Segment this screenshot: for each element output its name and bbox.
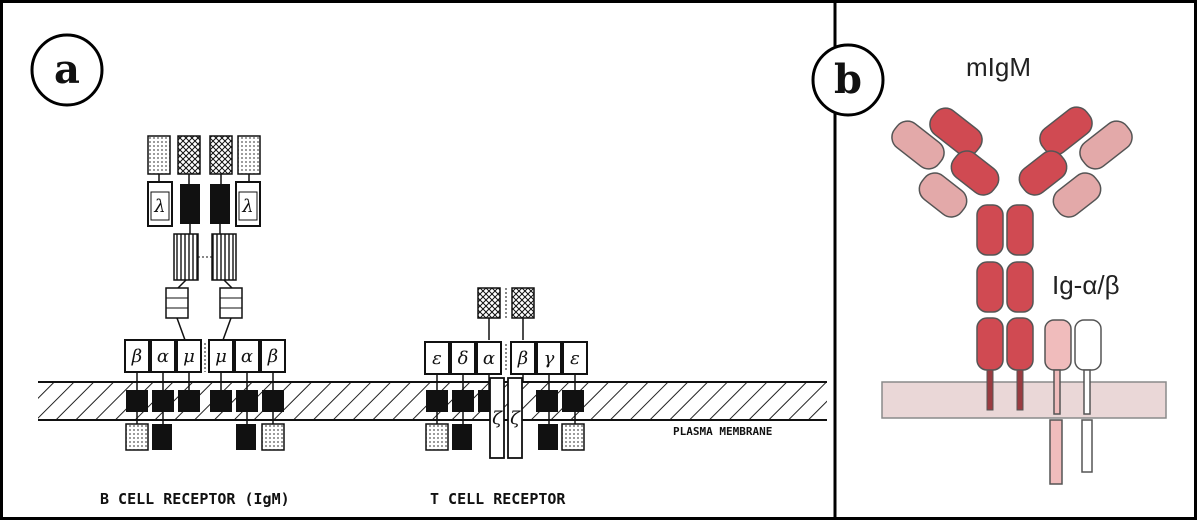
- b-chain-beta-left: β: [125, 340, 149, 372]
- lambda-right-label: λ: [241, 196, 253, 217]
- b-chain-mu-left: μ: [177, 340, 201, 372]
- b-chain-alpha-right: α: [235, 340, 259, 372]
- heavy-domain: [1007, 205, 1033, 255]
- panel-a: a PLASMA MEMBRANE λ λ: [32, 35, 827, 508]
- itam-tail: [126, 424, 148, 450]
- itam-tail: [152, 424, 172, 450]
- tcr-variable-domain: [512, 288, 534, 318]
- heavy-ch1-domain: [210, 184, 230, 224]
- svg-text:ε: ε: [432, 348, 442, 369]
- t-chain-gamma: γ: [537, 342, 561, 374]
- b-cell-caption: B CELL RECEPTOR (IgM): [100, 490, 290, 508]
- linker: [224, 280, 232, 288]
- t-chain-delta: δ: [451, 342, 475, 374]
- ig-alpha-beta-label: Ig-α/β: [1052, 270, 1120, 300]
- svg-text:α: α: [157, 346, 169, 367]
- t-chain-epsilon-left: ε: [425, 342, 449, 374]
- svg-text:β: β: [267, 346, 278, 367]
- zeta-chain-right: ζ: [508, 378, 522, 458]
- fab-arm-right: [1014, 102, 1137, 222]
- svg-text:α: α: [241, 346, 253, 367]
- itam-tail: [562, 424, 584, 450]
- b-chain-beta-right: β: [261, 340, 285, 372]
- tcr-variable-domain: [478, 288, 500, 318]
- zeta-chain-left: ζ: [490, 378, 504, 458]
- lambda-left-label: λ: [153, 196, 165, 217]
- svg-text:ε: ε: [570, 348, 580, 369]
- svg-text:ζ: ζ: [510, 408, 521, 429]
- membrane-label: PLASMA MEMBRANE: [673, 425, 772, 438]
- heavy-domain: [1007, 262, 1033, 312]
- svg-text:ζ: ζ: [492, 408, 503, 429]
- itam-tail: [426, 424, 448, 450]
- panel-b: b mIgM Ig-α/β: [813, 45, 1166, 484]
- svg-text:δ: δ: [458, 348, 469, 369]
- t-cell-caption: T CELL RECEPTOR: [430, 490, 566, 508]
- svg-text:α: α: [483, 348, 495, 369]
- itam-tail: [452, 424, 472, 450]
- panel-b-label: b: [834, 56, 862, 103]
- t-chain-epsilon-right: ε: [563, 342, 587, 374]
- svg-text:μ: μ: [183, 346, 195, 367]
- t-chain-alpha: α: [477, 342, 501, 374]
- heavy-variable-domain: [178, 136, 200, 174]
- linker: [177, 318, 185, 340]
- mIgM-title: mIgM: [966, 52, 1031, 82]
- itam-tail: [262, 424, 284, 450]
- heavy-domain: [977, 205, 1003, 255]
- fc-stem: [977, 205, 1033, 370]
- linker: [178, 280, 186, 288]
- heavy-ch3-domain: [166, 288, 188, 318]
- heavy-ch3-domain: [220, 288, 242, 318]
- heavy-domain: [977, 318, 1003, 370]
- svg-text:μ: μ: [215, 346, 227, 367]
- b-chain-mu-right: μ: [209, 340, 233, 372]
- svg-text:γ: γ: [544, 348, 555, 369]
- light-variable-domain: [238, 136, 260, 174]
- heavy-ch1-domain: [180, 184, 200, 224]
- light-variable-domain: [148, 136, 170, 174]
- t-chain-beta: β: [511, 342, 535, 374]
- heavy-domain: [977, 262, 1003, 312]
- heavy-variable-domain: [210, 136, 232, 174]
- heavy-ch2-domain: [212, 234, 236, 280]
- itam-tail: [236, 424, 256, 450]
- b-cell-membrane: [882, 382, 1166, 418]
- itam-tail: [538, 424, 558, 450]
- panel-a-label: a: [54, 46, 80, 93]
- b-chain-alpha-left: α: [151, 340, 175, 372]
- linker: [223, 318, 231, 340]
- heavy-ch2-domain: [174, 234, 198, 280]
- b-cell-receptor: λ λ: [100, 136, 290, 508]
- svg-text:β: β: [517, 348, 528, 369]
- heavy-domain: [1007, 318, 1033, 370]
- svg-text:β: β: [131, 346, 142, 367]
